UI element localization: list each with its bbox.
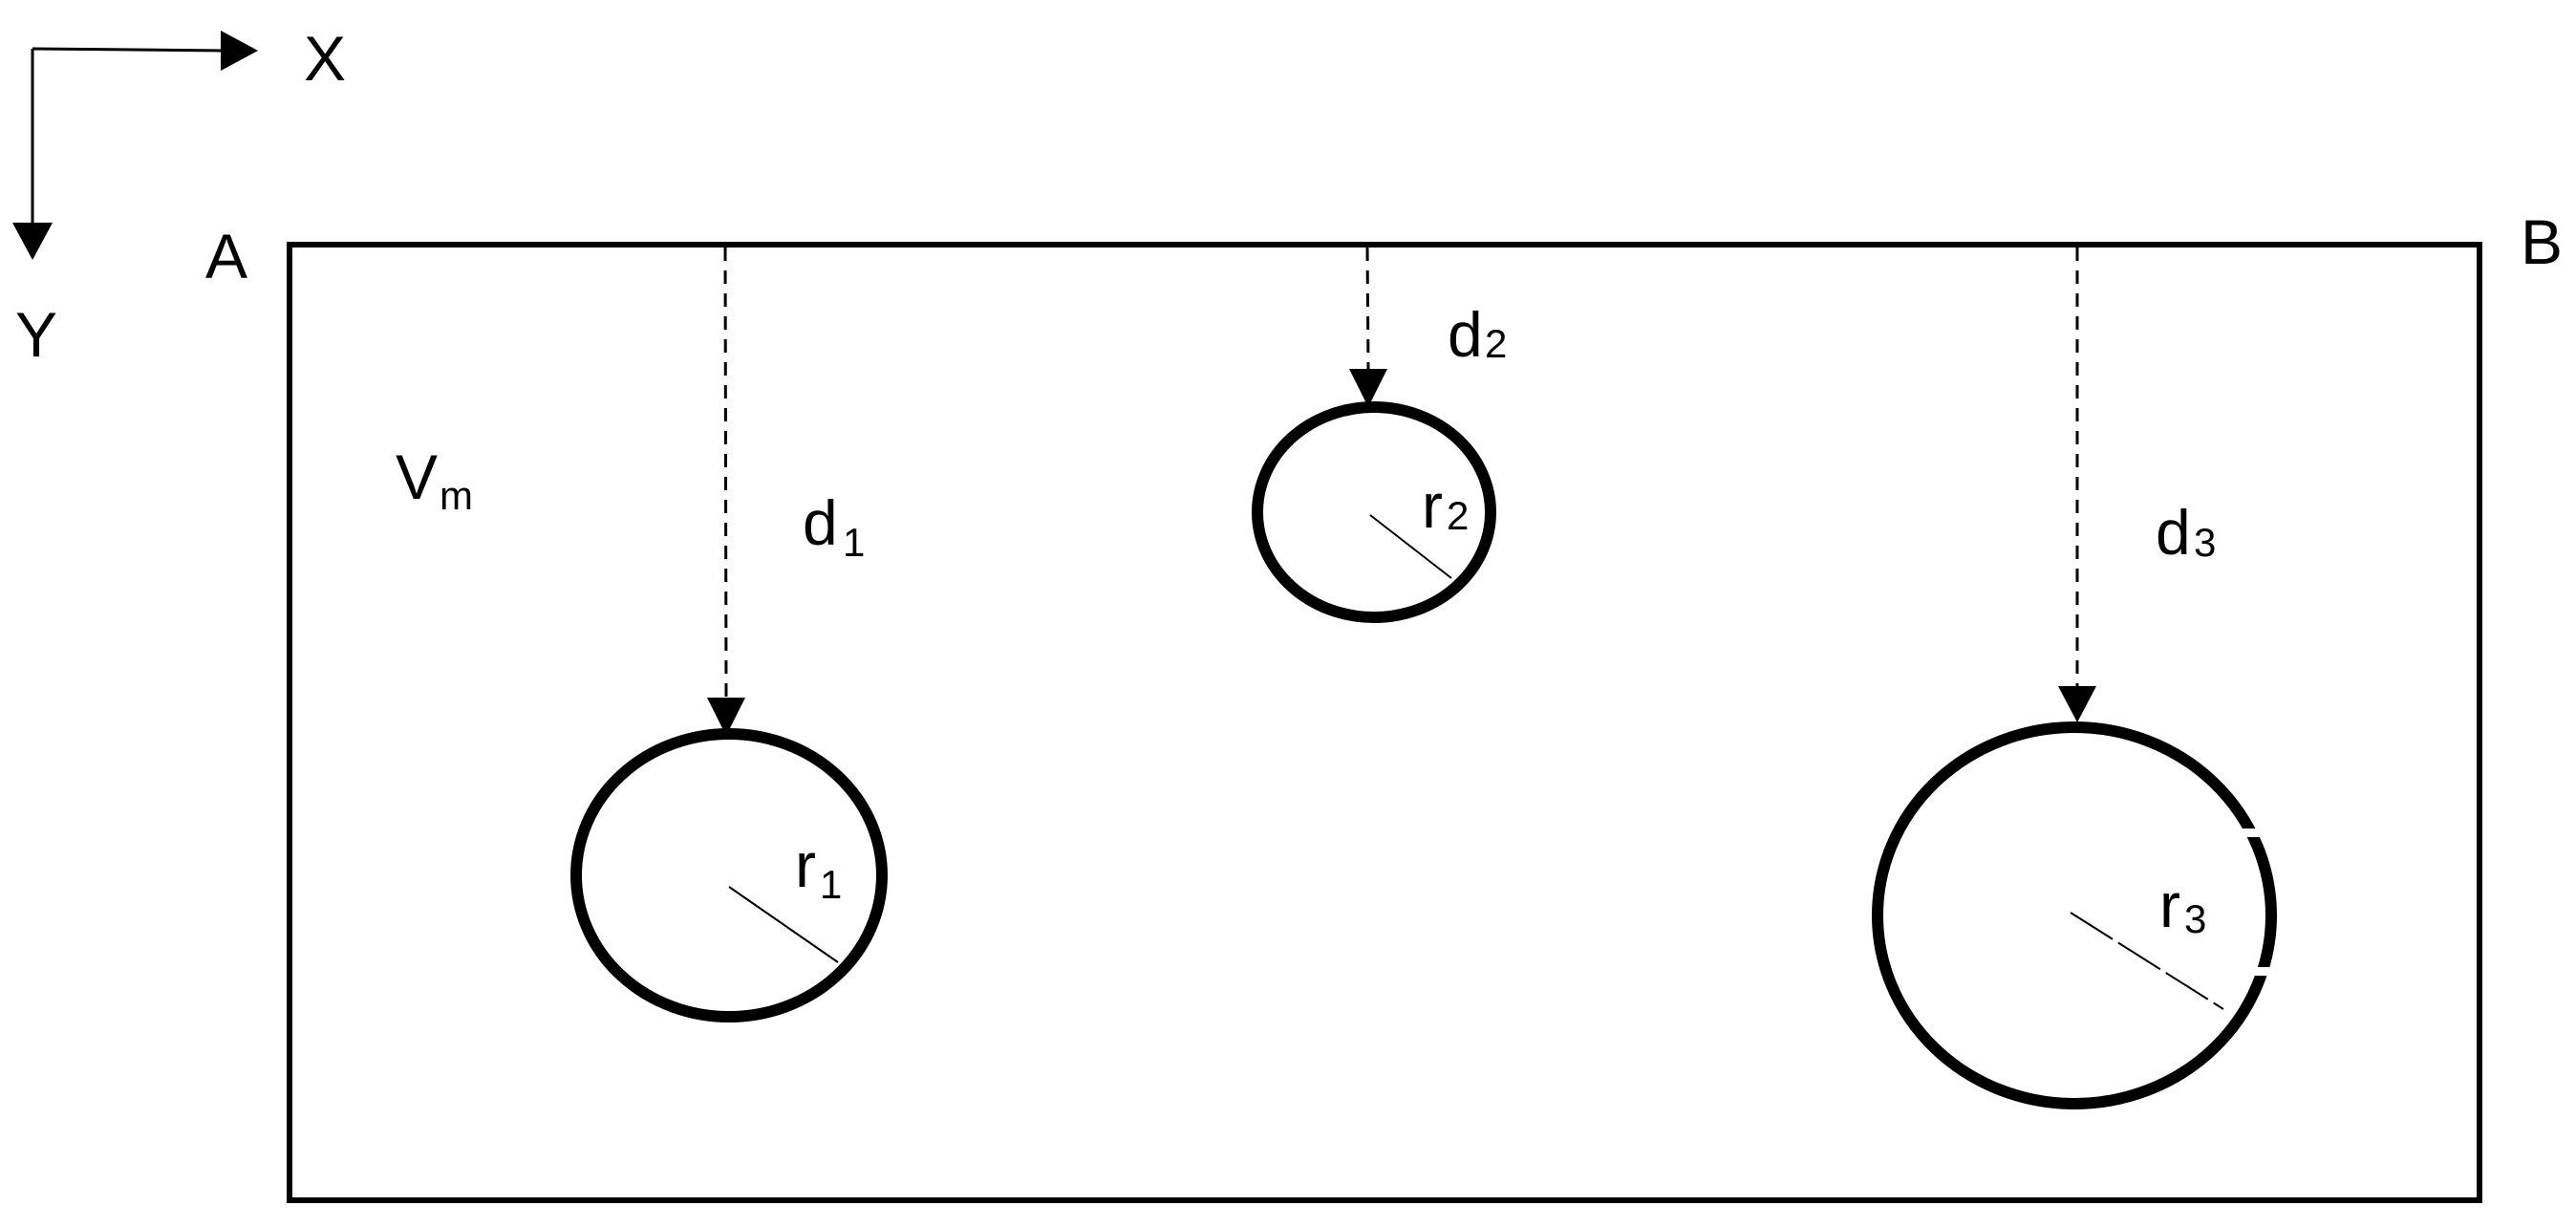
cavity-circle-3 xyxy=(1872,721,2277,1109)
y-axis-arrowhead xyxy=(12,223,53,260)
cavity-circle-1 xyxy=(570,728,888,1022)
radius-subscript-1: 1 xyxy=(820,862,842,907)
radius-line-1 xyxy=(728,886,839,963)
radius-line-3 xyxy=(2070,912,2224,1010)
cavity-3: d 3 r 3 xyxy=(1872,248,2277,1109)
y-axis-label: Y xyxy=(15,299,57,370)
corner-label-b: B xyxy=(2521,206,2563,277)
depth-subscript-1: 1 xyxy=(843,520,865,565)
x-axis-label: X xyxy=(304,23,346,94)
depth-arrowhead-1 xyxy=(707,698,745,736)
boundary-gaps-3 xyxy=(2241,829,2273,976)
radius-subscript-3: 3 xyxy=(2184,896,2206,941)
cavity-1: d 1 r 1 xyxy=(570,247,888,1022)
radius-subscript-2: 2 xyxy=(1447,493,1469,538)
cavity-2: d 2 r 2 xyxy=(1252,247,1507,623)
medium-subscript: m xyxy=(440,473,473,518)
medium-symbol: V xyxy=(396,441,438,512)
depth-arrowhead-3 xyxy=(2058,686,2096,722)
depth-label-2: d xyxy=(1448,299,1483,370)
x-axis-arrowhead xyxy=(221,31,258,71)
medium-label: V m xyxy=(396,441,473,518)
depth-line-2 xyxy=(1365,247,1370,370)
depth-line-1 xyxy=(723,247,728,699)
depth-label-3: d xyxy=(2156,497,2191,568)
cavity-circle-2 xyxy=(1252,401,1496,623)
axis-indicator: X Y xyxy=(12,23,346,370)
radius-line-2 xyxy=(1369,514,1452,579)
depth-label-1: d xyxy=(803,487,838,558)
x-axis-line xyxy=(32,47,226,53)
radius-label-2: r xyxy=(1422,470,1443,541)
radius-label-3: r xyxy=(2159,870,2180,940)
medium-boundary xyxy=(287,242,2482,1203)
radius-label-1: r xyxy=(795,829,816,900)
depth-subscript-2: 2 xyxy=(1485,321,1507,366)
depth-arrowhead-2 xyxy=(1349,369,1387,407)
depth-subscript-3: 3 xyxy=(2194,520,2216,565)
corner-label-a: A xyxy=(205,221,247,291)
